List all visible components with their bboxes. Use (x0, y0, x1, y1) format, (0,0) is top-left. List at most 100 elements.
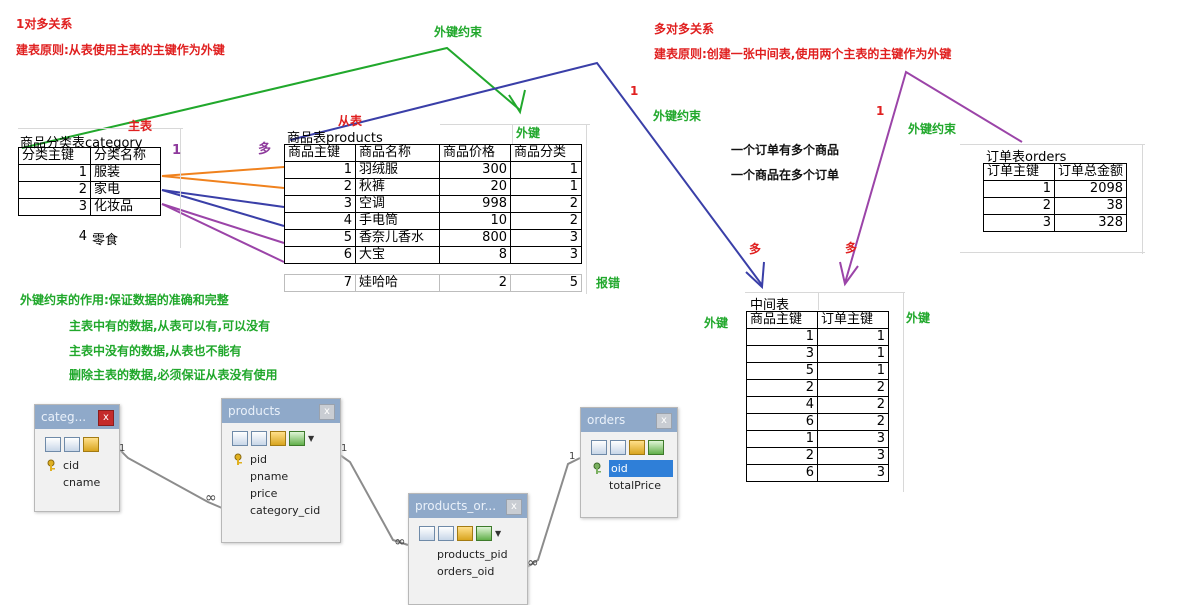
er-column[interactable]: pname (222, 468, 340, 485)
er-column[interactable]: totalPrice (581, 477, 677, 494)
relation-icon[interactable] (476, 525, 492, 541)
many-mark-a: 多 (749, 242, 762, 256)
er-column[interactable]: cid (35, 457, 119, 474)
products-cell-id: 3 (284, 195, 356, 213)
er-table-orders[interactable]: orders x oid totalPrice (580, 407, 678, 518)
grid-icon[interactable] (251, 430, 267, 446)
fk-rule-3: 删除主表的数据,必须保证从表没有使用 (69, 368, 278, 382)
add-column-icon[interactable] (45, 436, 61, 452)
products-header-price: 商品价格 (439, 144, 511, 162)
one-to-many-rule: 建表原则:从表使用主表的主键作为外键 (16, 43, 225, 57)
properties-icon[interactable] (457, 525, 473, 541)
link-purple-1 (161, 203, 285, 244)
category-cell-name: 化妆品 (90, 198, 161, 216)
middle-cell-oid: 1 (817, 345, 889, 363)
products-cell-id: 5 (284, 229, 356, 247)
products-cell-category: 2 (510, 212, 582, 230)
er-products-title-text: products (228, 404, 281, 418)
add-column-icon[interactable] (232, 430, 248, 446)
er-rel-products-junction (339, 454, 409, 546)
products-cell-category: 1 (510, 161, 582, 179)
category-header-name: 分类名称 (90, 147, 161, 165)
er-column[interactable]: pid (222, 451, 340, 468)
relation-icon[interactable] (648, 439, 664, 455)
orders-header-id: 订单主键 (983, 163, 1055, 181)
middle-header-oid: 订单主键 (817, 311, 889, 329)
fk-rule-1: 主表中有的数据,从表可以有,可以没有 (69, 319, 271, 333)
er-column[interactable]: orders_oid (409, 563, 527, 580)
grid-icon[interactable] (64, 436, 80, 452)
products-cell-name: 手电筒 (355, 212, 440, 230)
fk-constraint-label-mid: 外键约束 (653, 109, 702, 123)
one-mark-right: 1 (876, 104, 885, 118)
er-table-products-orders[interactable]: products_or... x ▼ products_pid orders_o… (408, 493, 528, 605)
products-extra-price: 2 (439, 274, 511, 292)
middle-cell-oid: 3 (817, 464, 889, 482)
products-cell-name: 香奈儿香水 (355, 229, 440, 247)
close-icon[interactable]: x (506, 499, 522, 515)
er-column-name: pid (250, 453, 268, 466)
chevron-down-icon[interactable]: ▼ (495, 528, 502, 538)
middle-cell-oid: 2 (817, 379, 889, 397)
middle-cell-oid: 1 (817, 362, 889, 380)
fk-constraint-label-top: 外键约束 (434, 25, 483, 39)
add-column-icon[interactable] (591, 439, 607, 455)
middle-cell-pid: 6 (746, 464, 818, 482)
properties-icon[interactable] (629, 439, 645, 455)
orders-cell-total: 2098 (1053, 180, 1128, 198)
middle-cell-oid: 2 (817, 396, 889, 414)
orders-cell-total: 38 (1053, 197, 1128, 215)
middle-cell-pid: 3 (746, 345, 818, 363)
one-mark-mid: 1 (630, 84, 639, 98)
products-cell-name: 秋裤 (355, 178, 440, 196)
er-products-orders-title[interactable]: products_or... x (409, 494, 527, 518)
slave-table-label: 从表 (338, 114, 363, 128)
er-table-category[interactable]: categ... x cid cname (34, 404, 120, 512)
link-purple-2 (161, 203, 285, 263)
grid-icon[interactable] (610, 439, 626, 455)
rel-many-mark: ∞ (205, 490, 217, 506)
grid-icon[interactable] (438, 525, 454, 541)
er-column-name: cid (63, 459, 80, 472)
master-table-label: 主表 (128, 119, 153, 133)
category-cell-id: 2 (18, 181, 91, 199)
middle-cell-pid: 1 (746, 328, 818, 346)
er-column[interactable]: products_pid (409, 546, 527, 563)
er-column[interactable]: cname (35, 474, 119, 491)
er-orders-toolbar (581, 432, 677, 458)
chevron-down-icon[interactable]: ▼ (308, 433, 315, 443)
er-category-title[interactable]: categ... x (35, 405, 119, 429)
er-table-products[interactable]: products x ▼ pid pname price category_ci… (221, 398, 341, 543)
many-to-many-rule: 建表原则:创建一张中间表,使用两个主表的主键作为外键 (654, 47, 952, 61)
er-category-title-text: categ... (41, 410, 87, 424)
er-column-selected[interactable]: oid (581, 460, 677, 477)
many-to-many-title: 多对多关系 (654, 22, 715, 36)
rel-one-mark: 1 (341, 443, 348, 454)
middle-cell-oid: 3 (817, 430, 889, 448)
category-cell-id: 3 (18, 198, 91, 216)
er-products-title[interactable]: products x (222, 399, 340, 423)
properties-icon[interactable] (83, 436, 99, 452)
er-column[interactable]: price (222, 485, 340, 502)
close-icon[interactable]: x (98, 410, 114, 426)
properties-icon[interactable] (270, 430, 286, 446)
category-cell-name: 家电 (90, 181, 161, 199)
close-icon[interactable]: x (656, 413, 672, 429)
er-column-name: pname (250, 470, 289, 483)
add-column-icon[interactable] (419, 525, 435, 541)
orders-cell-total: 328 (1053, 214, 1128, 232)
products-cell-id: 2 (284, 178, 356, 196)
category-extra-name: 零食 (92, 233, 119, 248)
er-orders-title[interactable]: orders x (581, 408, 677, 432)
key-icon (47, 459, 55, 471)
one-to-many-title: 1对多关系 (16, 17, 73, 31)
relation-icon[interactable] (289, 430, 305, 446)
middle-header-pid: 商品主键 (746, 311, 818, 329)
fk-label-products: 外键 (516, 126, 541, 140)
close-icon[interactable]: x (319, 404, 335, 420)
middle-cell-pid: 6 (746, 413, 818, 431)
er-column[interactable]: category_cid (222, 502, 340, 519)
er-products-toolbar: ▼ (222, 423, 340, 449)
